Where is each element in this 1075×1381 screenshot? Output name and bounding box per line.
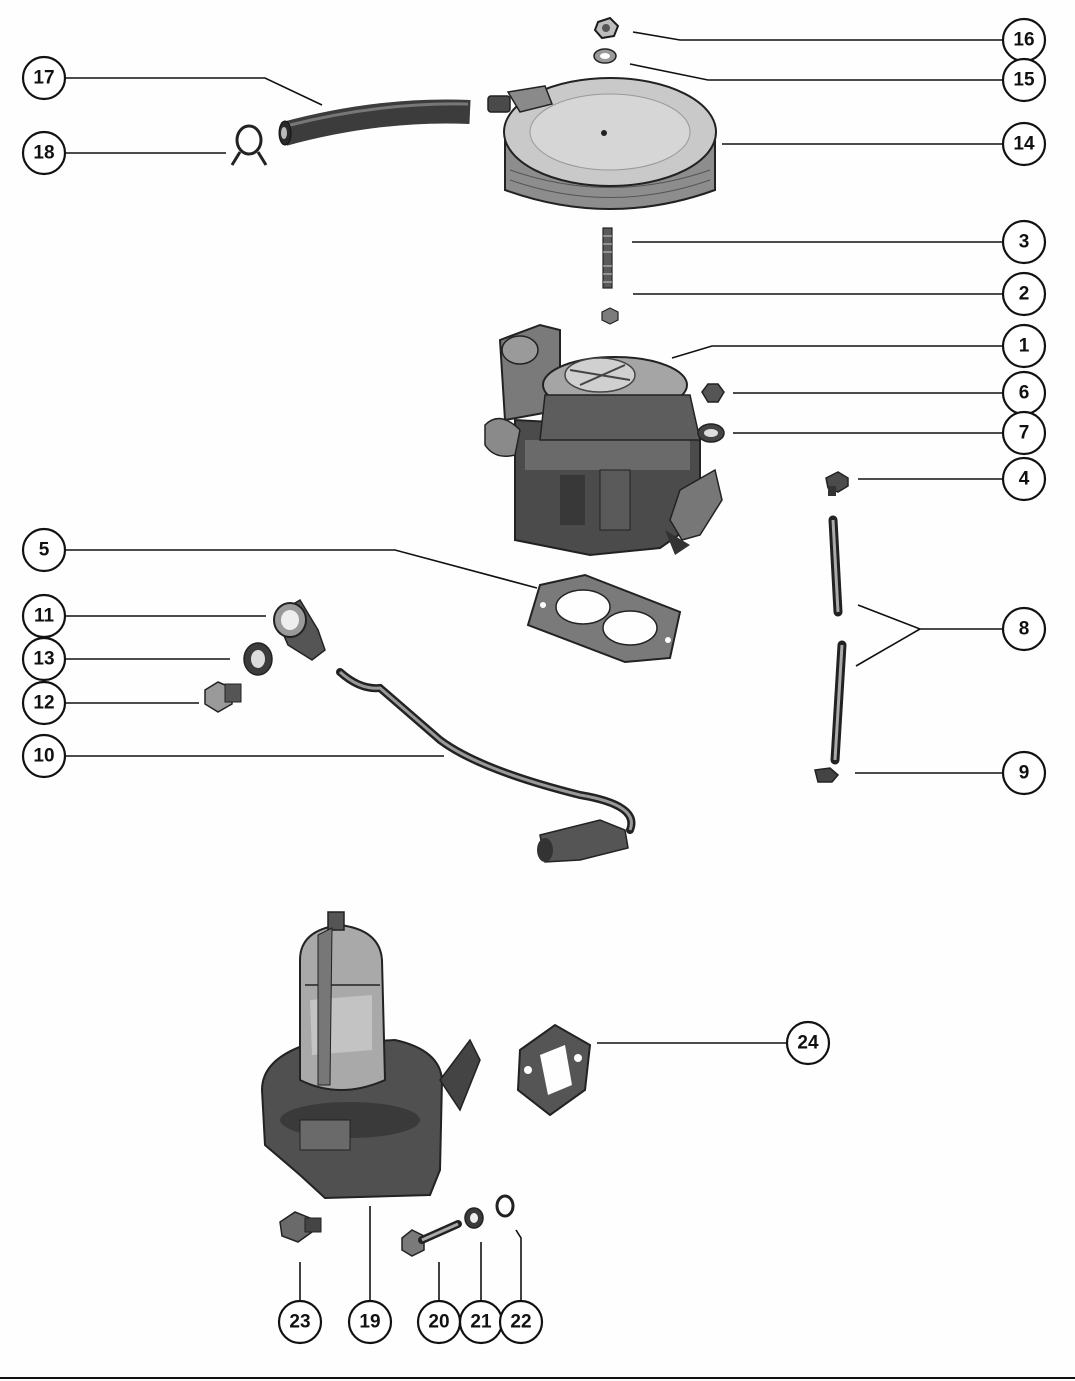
svg-text:24: 24 [797, 1033, 819, 1054]
part-plug-12 [204, 681, 242, 713]
svg-text:16: 16 [1013, 30, 1034, 51]
callout-2: 2 [1001, 271, 1047, 317]
callout-1: 1 [1001, 323, 1047, 369]
callout-5: 5 [21, 527, 67, 573]
callout-12: 12 [21, 680, 67, 726]
callout-20: 20 [416, 1299, 462, 1345]
callout-21: 21 [458, 1299, 504, 1345]
callout-22: 22 [498, 1299, 544, 1345]
svg-text:12: 12 [33, 693, 54, 714]
leader-16 [632, 31, 1002, 41]
callout-6: 6 [1001, 370, 1047, 416]
part-clamp-18 [230, 124, 268, 166]
part-filter-housing-11 [273, 598, 326, 661]
svg-text:23: 23 [289, 1312, 310, 1333]
leader-8b [855, 628, 921, 667]
part-fitting-23 [279, 1211, 322, 1243]
part-gasket-5 [526, 573, 682, 664]
part-fuel-line-10 [336, 668, 636, 863]
callout-8: 8 [1001, 606, 1047, 652]
svg-text:9: 9 [1019, 763, 1030, 784]
part-fuel-pump-19 [260, 911, 481, 1200]
leader-22 [515, 1229, 522, 1300]
callout-7: 7 [1001, 410, 1047, 456]
part-washer-21 [464, 1207, 484, 1229]
part-stud-3 [602, 227, 613, 289]
part-elbow-9 [814, 767, 840, 783]
svg-text:10: 10 [33, 746, 54, 767]
callout-14: 14 [1001, 121, 1047, 167]
svg-text:8: 8 [1019, 619, 1030, 640]
svg-text:14: 14 [1013, 134, 1035, 155]
callout-3: 3 [1001, 219, 1047, 265]
callout-17: 17 [21, 55, 67, 101]
svg-text:17: 17 [33, 68, 54, 89]
part-washer-15 [593, 48, 617, 64]
callout-11: 11 [21, 593, 67, 639]
part-lockwasher-22 [495, 1194, 515, 1218]
callout-13: 13 [21, 636, 67, 682]
svg-text:7: 7 [1019, 423, 1030, 444]
leader-8a [857, 604, 1002, 630]
part-washer-13 [243, 642, 273, 676]
callout-18: 18 [21, 130, 67, 176]
svg-text:6: 6 [1019, 383, 1030, 404]
part-nut-16 [593, 16, 620, 40]
svg-text:2: 2 [1019, 284, 1030, 305]
callout-23: 23 [277, 1299, 323, 1345]
callout-9: 9 [1001, 750, 1047, 796]
part-bolt-20 [401, 1220, 462, 1257]
leader-1 [671, 345, 1002, 359]
svg-text:21: 21 [470, 1312, 492, 1333]
svg-text:20: 20 [428, 1312, 449, 1333]
part-nut-2 [601, 307, 619, 325]
callout-19: 19 [347, 1299, 393, 1345]
callout-15: 15 [1001, 57, 1047, 103]
leader-17 [66, 77, 323, 106]
leader-5 [66, 549, 538, 589]
svg-text:4: 4 [1019, 469, 1030, 490]
leader-lines [66, 31, 1002, 1300]
part-elbow-4 [825, 471, 849, 496]
svg-text:22: 22 [510, 1312, 531, 1333]
callout-24: 24 [785, 1020, 831, 1066]
leader-15 [629, 63, 1002, 81]
svg-text:11: 11 [34, 606, 55, 627]
part-washer-7 [697, 423, 725, 443]
svg-text:1: 1 [1019, 336, 1030, 357]
callout-4: 4 [1001, 456, 1047, 502]
part-tubes-8 [828, 515, 847, 765]
part-air-cleaner-14 [487, 77, 717, 210]
svg-text:18: 18 [33, 143, 54, 164]
part-carburetor-1 [484, 323, 723, 557]
callout-10: 10 [21, 733, 67, 779]
part-gasket-24 [516, 1023, 592, 1117]
part-fitting-6 [701, 383, 725, 403]
svg-text:13: 13 [33, 649, 54, 670]
svg-text:3: 3 [1019, 232, 1030, 253]
part-hose-17 [278, 99, 471, 146]
svg-text:19: 19 [359, 1312, 380, 1333]
svg-text:5: 5 [39, 540, 50, 561]
callout-16: 16 [1001, 17, 1047, 63]
svg-text:15: 15 [1013, 70, 1035, 91]
